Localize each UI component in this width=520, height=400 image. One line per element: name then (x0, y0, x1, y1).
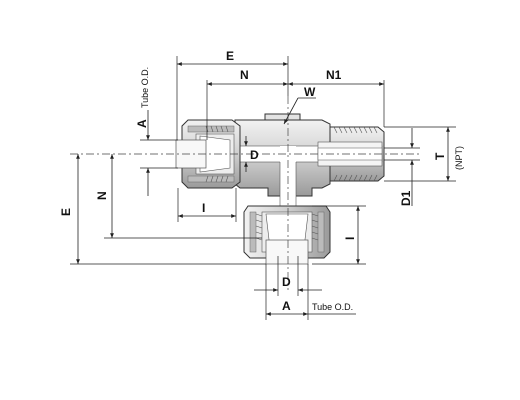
center-bore-dimension: D (244, 136, 259, 172)
left-tube-od-dimension: A Tube O.D. (135, 67, 178, 196)
dim-N1-top: N1 (326, 68, 342, 82)
dim-N-top: N (240, 68, 249, 82)
left-vertical-dimensions: E N (59, 154, 266, 265)
dim-D-bottom: D (282, 275, 291, 289)
tube-od-bottom-label: Tube O.D. (312, 302, 353, 312)
bottom-dimensions: D A Tube O.D. (254, 256, 356, 320)
dim-A-left: A (135, 119, 149, 128)
dim-I-left: I (202, 201, 205, 215)
bottom-nut (243, 205, 331, 265)
tube-od-left-label: Tube O.D. (140, 67, 150, 108)
left-insertion-dimension: I (177, 188, 237, 222)
npt-label: (NPT) (454, 146, 464, 170)
dim-W: W (304, 85, 316, 99)
bottom-nut-threads (255, 213, 319, 241)
dim-N-left: N (95, 191, 109, 200)
dim-E-top: E (226, 49, 234, 63)
dim-A-bottom: A (282, 299, 291, 313)
dim-I-right: I (343, 237, 357, 240)
top-dimensions: E N N1 W (176, 49, 385, 140)
dim-D1: D1 (399, 190, 413, 206)
dim-T: T (433, 152, 447, 160)
right-dimensions: T (NPT) D1 (384, 126, 464, 206)
left-nut-threads (205, 125, 229, 183)
dim-E-left: E (59, 208, 73, 216)
dim-D-center: D (250, 148, 259, 162)
right-insertion-dimension: I (312, 205, 366, 265)
npt-threads (333, 126, 378, 182)
